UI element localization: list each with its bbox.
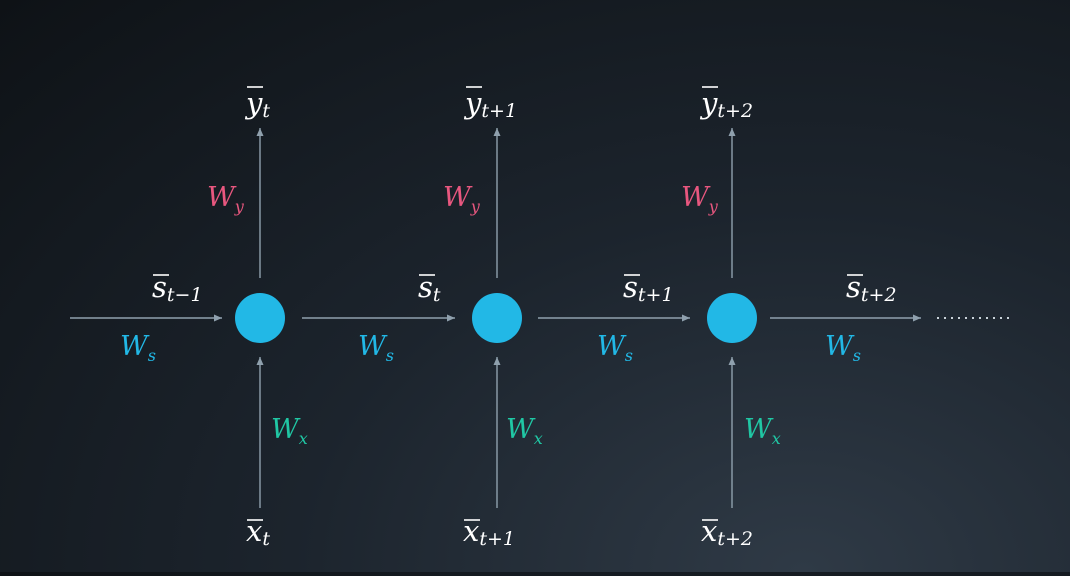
weight-x-label-2: Wx: [744, 414, 781, 448]
state-label-3: st+2: [846, 270, 897, 306]
weight-y-label-0: Wy: [207, 182, 245, 216]
weight-s-label-2: Ws: [597, 331, 633, 365]
weight-s-label-3: Ws: [825, 331, 861, 365]
state-label-0: st−1: [152, 270, 203, 306]
weight-x-label-1: Wx: [506, 414, 543, 448]
weight-s-label-1: Ws: [358, 331, 394, 365]
output-label-1: yt+1: [463, 86, 517, 122]
output-label-2: yt+2: [699, 86, 753, 122]
rnn-node-1: [472, 293, 522, 343]
weight-y-label-1: Wy: [443, 182, 481, 216]
input-label-1: xt+1: [463, 514, 515, 550]
rnn-node-0: [235, 293, 285, 343]
input-label-2: xt+2: [701, 514, 753, 550]
output-label-0: yt: [244, 86, 270, 122]
weight-x-label-0: Wx: [271, 414, 308, 448]
rnn-node-2: [707, 293, 757, 343]
weight-y-label-2: Wy: [681, 182, 719, 216]
input-label-0: xt: [246, 514, 270, 550]
state-label-1: st: [418, 270, 441, 306]
state-label-2: st+1: [623, 270, 674, 306]
weight-s-label-0: Ws: [120, 331, 156, 365]
